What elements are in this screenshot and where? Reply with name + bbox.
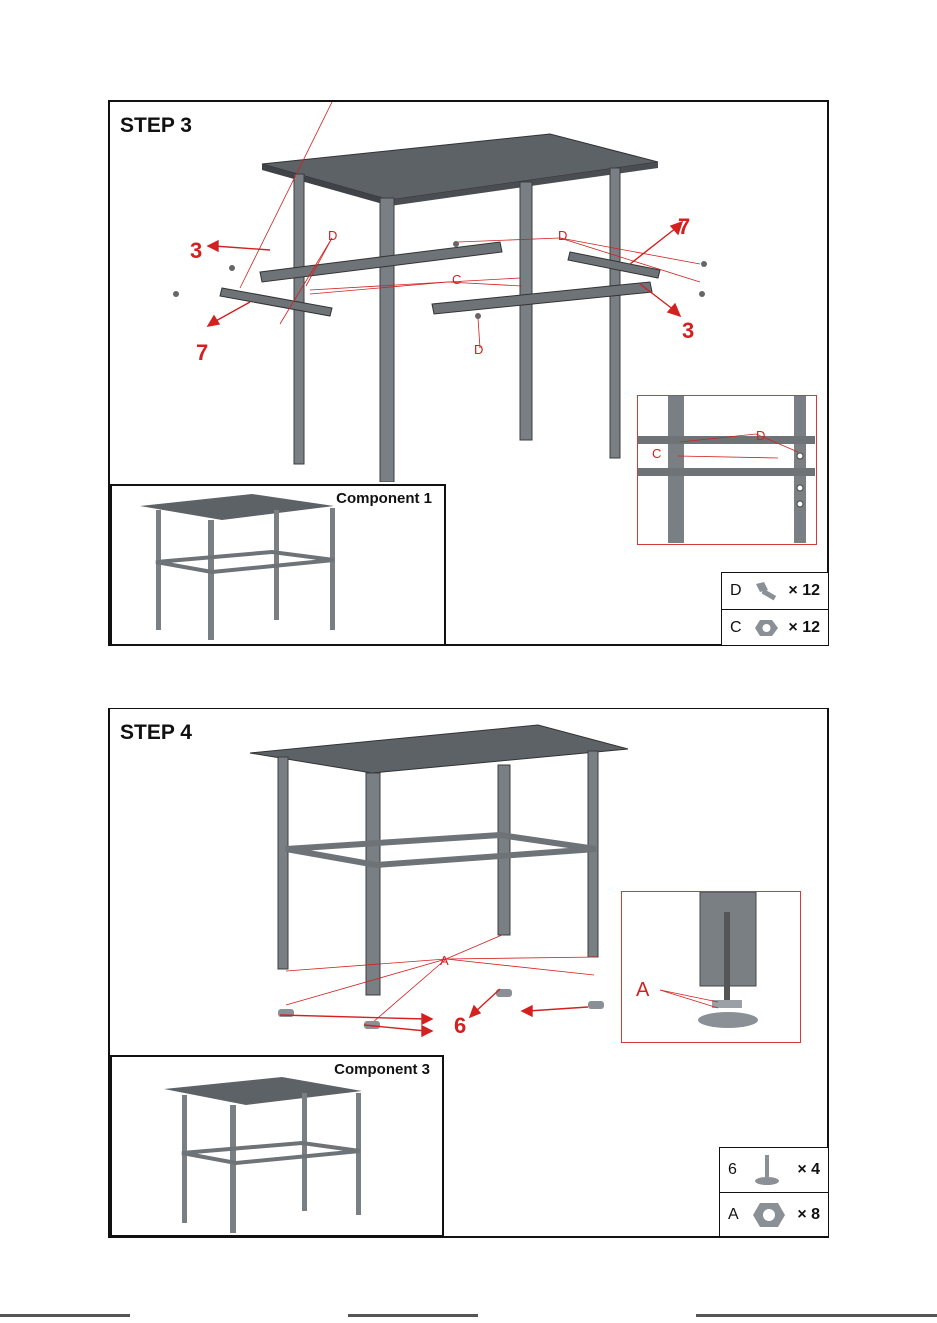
step-4-parts-legend: 6 × 4 A × 8 bbox=[719, 1147, 829, 1237]
legend-qty-a: × 8 bbox=[797, 1206, 820, 1224]
crop-mark bbox=[348, 1314, 478, 1317]
callout-7-left: 7 bbox=[196, 340, 208, 365]
crop-mark bbox=[0, 1314, 130, 1317]
legend-row-c: C × 12 bbox=[722, 609, 828, 645]
callout-3-left: 3 bbox=[190, 238, 202, 263]
leveling-foot-icon bbox=[752, 1153, 782, 1187]
component-3-drawing bbox=[112, 1057, 442, 1235]
side-rails bbox=[220, 242, 660, 316]
step-4-detail-view: A bbox=[621, 891, 801, 1043]
step-3-detail-view: D C bbox=[637, 395, 817, 545]
label-d-bottom: D bbox=[474, 342, 483, 357]
callout-3-right: 3 bbox=[682, 318, 694, 343]
label-d-right: D bbox=[558, 228, 567, 243]
component-3-panel: Component 3 bbox=[110, 1055, 444, 1237]
nut-icon bbox=[752, 1200, 786, 1230]
component-1-panel: Component 1 bbox=[110, 484, 446, 646]
legend-qty-6: × 4 bbox=[797, 1161, 820, 1179]
legend-qty-d: × 12 bbox=[788, 582, 820, 600]
step-4-panel: STEP 4 A 6 bbox=[108, 708, 829, 1238]
callout-7-right: 7 bbox=[678, 214, 690, 239]
legend-row-d: D × 12 bbox=[722, 573, 828, 609]
legend-row-a: A × 8 bbox=[720, 1192, 828, 1236]
legend-key-6: 6 bbox=[728, 1161, 737, 1179]
detail-drawing: D C bbox=[638, 396, 815, 543]
foot-detail-drawing: A bbox=[622, 892, 799, 1041]
step-3-panel: STEP 3 bbox=[108, 100, 829, 646]
legend-key-d: D bbox=[730, 582, 742, 600]
table-top bbox=[262, 134, 658, 206]
legend-key-c: C bbox=[730, 619, 742, 637]
bolt-icon bbox=[754, 580, 780, 602]
legend-qty-c: × 12 bbox=[788, 619, 820, 637]
step-3-parts-legend: D × 12 C × 12 bbox=[721, 572, 829, 646]
callout-6: 6 bbox=[454, 1013, 466, 1038]
detail-label-c: C bbox=[652, 446, 661, 461]
detail-label-d: D bbox=[756, 428, 765, 443]
label-c: C bbox=[452, 272, 461, 287]
legend-row-6: 6 × 4 bbox=[720, 1148, 828, 1192]
legend-key-a: A bbox=[728, 1206, 739, 1224]
nut-icon bbox=[754, 617, 780, 639]
table-legs bbox=[294, 168, 620, 482]
label-a: A bbox=[440, 953, 449, 968]
crop-mark bbox=[696, 1314, 937, 1317]
detail-label-a: A bbox=[636, 979, 650, 1001]
label-d-left: D bbox=[328, 228, 337, 243]
component-1-drawing bbox=[112, 486, 444, 644]
